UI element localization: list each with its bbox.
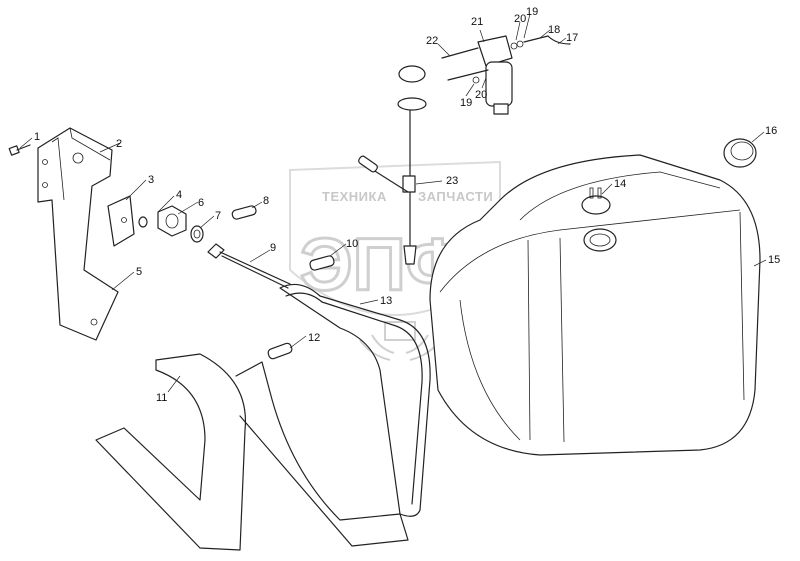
hardware-stack bbox=[138, 205, 204, 243]
callout-3: 3 bbox=[148, 174, 154, 186]
callout-20-bottom: 20 bbox=[475, 89, 487, 101]
callout-8: 8 bbox=[263, 195, 269, 207]
callout-19-top: 19 bbox=[526, 6, 538, 18]
callout-1: 1 bbox=[34, 131, 40, 143]
callout-16: 16 bbox=[765, 125, 777, 137]
spacer-10 bbox=[309, 255, 335, 271]
watermark-text-2: ЗАПЧАСТИ bbox=[418, 189, 493, 204]
callout-6: 6 bbox=[198, 197, 204, 209]
fuel-tank bbox=[429, 154, 761, 456]
callout-11: 11 bbox=[156, 392, 167, 404]
level-sensor-23 bbox=[358, 65, 427, 265]
fuel-filter-assembly bbox=[441, 35, 571, 115]
callout-17: 17 bbox=[566, 32, 578, 44]
callout-22: 22 bbox=[426, 35, 438, 47]
callout-5: 5 bbox=[136, 266, 142, 278]
tank-strap-13 bbox=[279, 283, 431, 517]
level-sender-flange bbox=[581, 187, 611, 215]
callout-13: 13 bbox=[380, 295, 392, 307]
tank-strap-11 bbox=[95, 353, 409, 551]
callout-10: 10 bbox=[346, 238, 358, 250]
mounting-plate bbox=[107, 195, 135, 247]
filler-neck bbox=[583, 228, 617, 252]
callout-19-bottom: 19 bbox=[460, 97, 472, 109]
callout-labels: 1 2 3 4 5 6 7 8 9 10 11 12 13 14 15 16 1… bbox=[34, 6, 780, 404]
watermark-text-1: ТЕХНИКА bbox=[322, 189, 387, 204]
callout-15: 15 bbox=[768, 254, 780, 266]
long-bolt-9 bbox=[207, 243, 291, 289]
leader-lines bbox=[19, 13, 767, 393]
callout-14: 14 bbox=[614, 178, 626, 190]
callout-7: 7 bbox=[215, 210, 221, 222]
callout-18: 18 bbox=[548, 24, 560, 36]
fuel-cap bbox=[723, 138, 757, 168]
spacer-8 bbox=[231, 205, 257, 220]
tank-bracket bbox=[37, 127, 119, 341]
callout-21: 21 bbox=[471, 16, 483, 28]
callout-20-top: 20 bbox=[514, 13, 526, 25]
spacer-12 bbox=[267, 342, 293, 360]
callout-23: 23 bbox=[446, 175, 458, 187]
callout-4: 4 bbox=[176, 189, 182, 201]
bolt-1 bbox=[8, 144, 31, 156]
callout-12: 12 bbox=[308, 332, 320, 344]
callout-2: 2 bbox=[116, 138, 122, 150]
callout-9: 9 bbox=[270, 242, 276, 254]
